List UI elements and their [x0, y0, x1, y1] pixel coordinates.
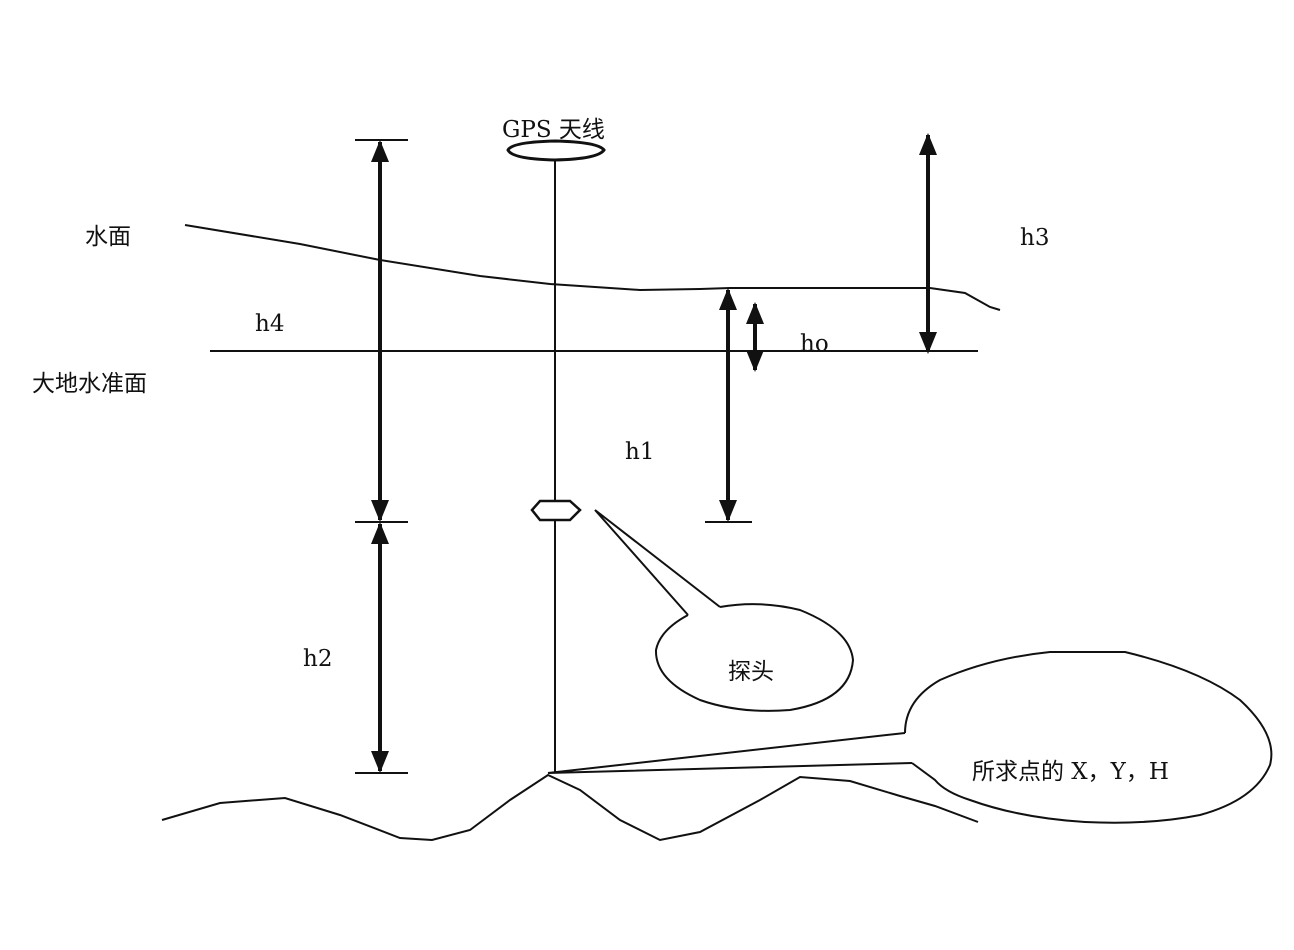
gps-antenna-icon: [506, 139, 606, 162]
h1-label: h1: [625, 439, 654, 465]
target-callout-pointer: [547, 732, 913, 774]
target-point-label: 所求点的 X，Y，H: [972, 759, 1169, 785]
target-callout-bubble: [904, 651, 1273, 824]
water-surface-label: 水面: [85, 224, 131, 250]
h2-label: h2: [303, 646, 332, 672]
probe-icon: [530, 499, 582, 522]
probe-callout-bubble: [654, 603, 855, 712]
geoid-label: 大地水准面: [32, 371, 147, 397]
water-surface-line: [184, 224, 1001, 311]
h3-label: h3: [1020, 225, 1049, 251]
gps-antenna-label: GPS 天线: [502, 117, 605, 143]
probe-callout-pointer: [594, 509, 721, 616]
probe-label: 探头: [728, 659, 774, 685]
h0-label: ho: [800, 331, 829, 357]
h4-label: h4: [255, 311, 284, 337]
seabed-line: [161, 773, 979, 842]
